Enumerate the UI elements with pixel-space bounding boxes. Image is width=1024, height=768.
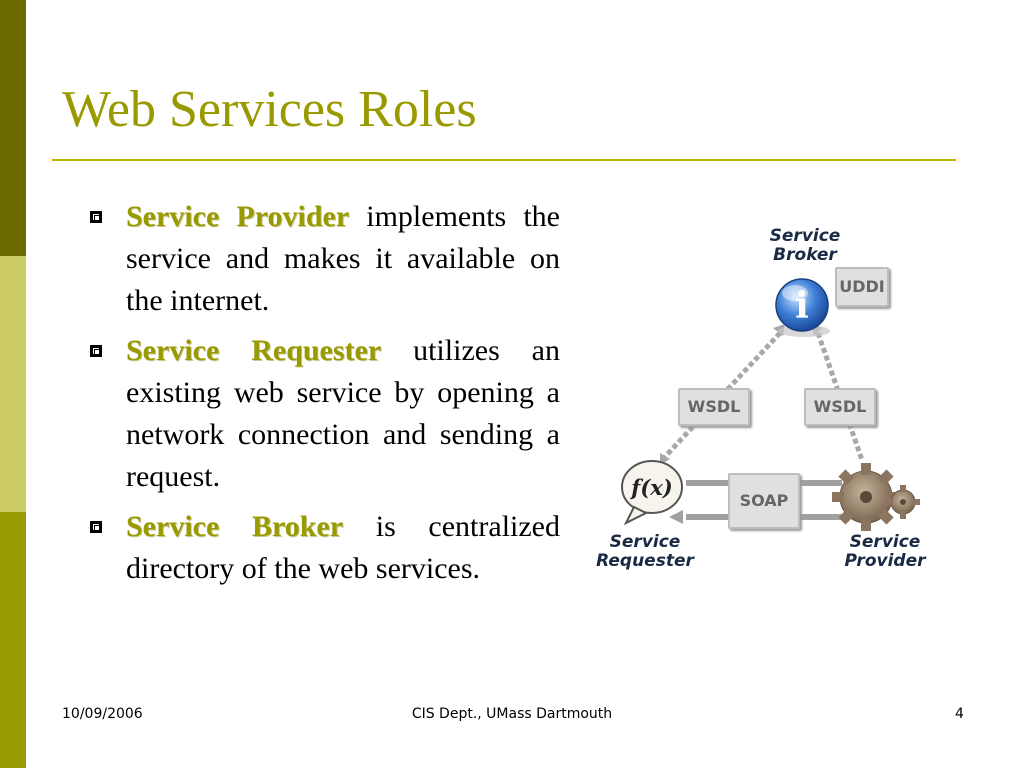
footer-center: CIS Dept., UMass Dartmouth: [411, 706, 613, 722]
bullet-text: utilizes an existing web service by open…: [126, 334, 560, 493]
square-bullet-icon: [90, 211, 102, 223]
provider-label: Service Provider: [844, 532, 926, 571]
requester-label: Service Requester: [596, 532, 694, 571]
square-bullet-icon: [90, 521, 102, 533]
title-divider: [52, 159, 956, 161]
info-icon: [775, 278, 830, 337]
bullet-item-broker: Service Broker is centralized directory …: [90, 506, 560, 590]
square-bullet-icon: [90, 345, 102, 357]
left-bar-dark: [0, 0, 26, 256]
bullet-item-requester: Service Requester utilizes an existing w…: [90, 330, 560, 498]
soap-tag: SOAP: [728, 473, 800, 529]
bullet-term: Service Requester: [126, 334, 382, 367]
function-icon: [621, 460, 683, 526]
wsdl-tag-left: WSDL: [678, 388, 750, 426]
wsdl-tag-right: WSDL: [804, 388, 876, 426]
footer-date: 10/09/2006: [62, 706, 143, 722]
bullet-item-provider: Service Provider implements the service …: [90, 196, 560, 322]
bullet-text: implements the service and makes it avai…: [126, 200, 560, 317]
bullet-list: Service Provider implements the service …: [90, 196, 560, 598]
function-icon-glyph: f(x): [629, 475, 672, 500]
broker-requester-link: [660, 331, 782, 462]
footer-page-number: 4: [955, 706, 964, 722]
broker-label: Service Broker: [769, 226, 841, 265]
gear-icon: [832, 463, 920, 531]
info-icon-glyph: i: [795, 285, 809, 327]
left-bar-light: [0, 256, 26, 512]
slide-title: Web Services Roles: [62, 81, 477, 138]
web-services-diagram: i: [590, 215, 950, 595]
bullet-term: Service Provider: [126, 200, 350, 233]
bullet-text: is centralized directory of the web serv…: [126, 510, 560, 585]
left-bar-olive: [0, 512, 26, 768]
uddi-tag: UDDI: [835, 267, 889, 307]
bullet-term: Service Broker: [126, 510, 344, 543]
